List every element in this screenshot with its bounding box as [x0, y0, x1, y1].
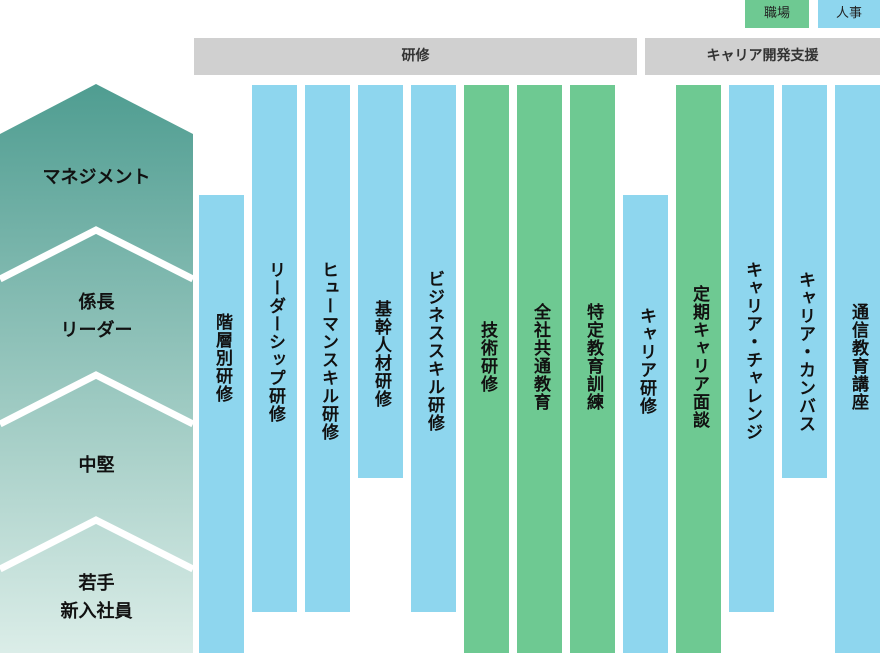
program-label: 通信教育講座	[848, 303, 868, 411]
level-chevron-1	[0, 84, 193, 653]
level-label-chief-leader: 係長 リーダー	[60, 292, 133, 341]
program-column-specialized-training: 特定教育訓練	[570, 85, 615, 653]
program-column-technical-training: 技術研修	[464, 85, 509, 653]
program-label: 技術研修	[477, 321, 497, 393]
level-divider-1	[0, 226, 195, 283]
level-divider-3	[0, 516, 195, 573]
program-column-career-canvas: キャリア・カンバス	[782, 85, 827, 478]
program-label: 特定教育訓練	[583, 303, 603, 411]
program-column-human-skills: ヒューマンスキル研修	[305, 85, 350, 612]
program-label: 基幹人材研修	[371, 300, 391, 408]
level-chevron-graphic	[0, 84, 195, 653]
program-column-company-common-education: 全社共通教育	[517, 85, 562, 653]
program-label: 全社共通教育	[530, 303, 550, 411]
program-column-regular-career-interview: 定期キャリア面談	[676, 85, 721, 653]
program-label: キャリア・カンバス	[795, 271, 815, 433]
level-label-young-new-hire: 若手 新入社員	[60, 573, 133, 622]
program-column-tiered-training: 階層別研修	[199, 195, 244, 653]
legend-hr: 人事	[818, 0, 880, 28]
program-column-career-training: キャリア研修	[623, 195, 668, 653]
program-label: リーダーシップ研修	[265, 261, 285, 423]
program-label: ヒューマンスキル研修	[318, 261, 338, 441]
level-divider-2	[0, 371, 195, 428]
level-label-mid-level: 中堅	[78, 455, 115, 476]
program-label: 階層別研修	[212, 313, 232, 403]
program-column-career-challenge: キャリア・チャレンジ	[729, 85, 774, 612]
level-chevron-stack: マネジメント 係長 リーダー 中堅 若手 新入社員	[0, 84, 195, 653]
legend-workplace: 職場	[745, 0, 809, 28]
program-column-core-talent: 基幹人材研修	[358, 85, 403, 478]
header-training-label: 研修	[401, 48, 430, 64]
header-career-label: キャリア開発支援	[706, 48, 819, 64]
program-label: ビジネススキル研修	[424, 270, 444, 432]
legend-workplace-label: 職場	[763, 6, 790, 21]
header-training: 研修	[194, 38, 637, 75]
program-label: キャリア・チャレンジ	[742, 261, 762, 441]
legend-hr-label: 人事	[835, 6, 862, 21]
program-label: 定期キャリア面談	[689, 285, 709, 429]
level-label-management: マネジメント	[42, 167, 151, 188]
program-column-leadership: リーダーシップ研修	[252, 85, 297, 612]
program-column-business-skills: ビジネススキル研修	[411, 85, 456, 612]
program-column-correspondence-course: 通信教育講座	[835, 85, 880, 653]
header-career-development: キャリア開発支援	[645, 38, 880, 75]
program-label: キャリア研修	[636, 307, 656, 415]
